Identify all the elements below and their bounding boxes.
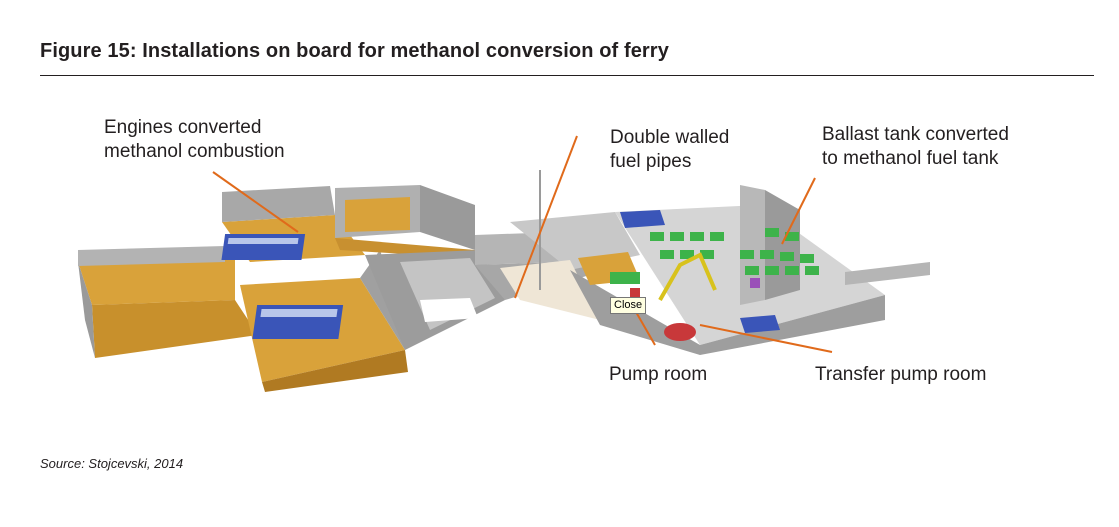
leader-lines — [212, 135, 833, 353]
engine-room-upper-wall — [222, 186, 335, 222]
engine-room-lower-edge — [262, 350, 408, 392]
close-tooltip-button[interactable]: Close — [610, 297, 647, 314]
box-structure-floor — [345, 197, 410, 232]
green-fuel-tanks — [610, 228, 819, 284]
blue-panel-2 — [740, 315, 780, 333]
engine-upper-detail — [227, 238, 299, 244]
label-pipes-line2: fuel pipes — [610, 151, 692, 172]
mid-deck-opening — [420, 298, 478, 322]
tank-section — [570, 185, 930, 355]
figure-source: Source: Stojcevski, 2014 — [40, 456, 184, 471]
label-pipes-line1: Double walled — [610, 127, 730, 148]
yellow-pipe — [658, 252, 717, 301]
box-structure-side — [420, 185, 475, 250]
leader-engines — [212, 171, 299, 233]
engine-lower-detail — [260, 309, 338, 317]
label-engines-line1: Engines converted — [104, 117, 262, 138]
deck-slab-left-lower — [92, 300, 258, 358]
label-ballast-line1: Ballast tank converted — [822, 124, 1009, 145]
aft-rail — [845, 262, 930, 285]
back-wall-left — [78, 246, 225, 266]
purple-fitting — [750, 278, 760, 288]
label-transfer-pump-room: Transfer pump room — [815, 364, 987, 385]
deck-left-edge — [78, 262, 95, 358]
tank-bulkhead-side — [765, 190, 800, 300]
label-ballast-line2: to methanol fuel tank — [822, 148, 999, 169]
title-rule — [40, 75, 1094, 76]
deck-slab-left — [78, 258, 235, 305]
label-engines-line2: methanol combustion — [104, 141, 285, 162]
engine-upper — [221, 234, 306, 260]
label-pump-room: Pump room — [609, 364, 708, 385]
leader-transfer-pump — [699, 324, 833, 353]
leader-pipes — [514, 135, 578, 299]
engine-room-section — [78, 185, 600, 392]
figure-title: Figure 15: Installations on board for me… — [40, 40, 669, 62]
leader-ballast — [781, 177, 816, 245]
blue-panel-1 — [620, 210, 665, 228]
transfer-pump — [664, 323, 696, 341]
leader-pump-room — [635, 311, 656, 346]
